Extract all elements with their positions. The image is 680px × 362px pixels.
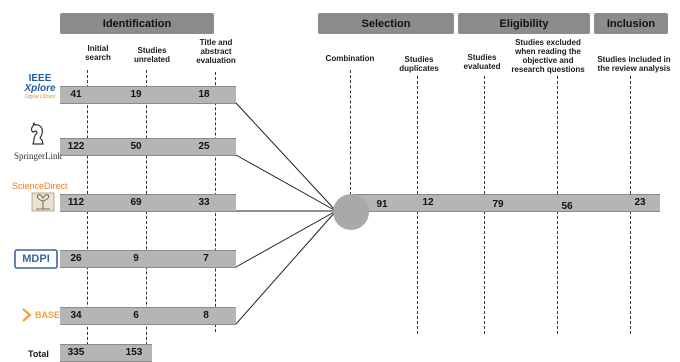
pipeline-excluded: 56: [561, 201, 573, 212]
col-included: Studies included in the review analysis: [597, 55, 671, 73]
ieee-unrelated: 19: [130, 89, 142, 100]
bar-pipeline: [352, 194, 660, 212]
bar-mdpi: [60, 250, 236, 268]
dashed-line-unrelated: [146, 70, 147, 360]
springer-unrelated: 50: [130, 141, 142, 152]
sciencedirect-title: 33: [198, 197, 210, 208]
mdpi-logo: MDPI: [14, 249, 58, 274]
base-logo: BASE: [22, 308, 60, 322]
base-chevron-icon: [22, 308, 32, 322]
ieee-xplore-logo: IEEE Xplore Digital Library: [20, 73, 60, 101]
pipeline-included: 23: [634, 197, 646, 208]
base-logo-text: BASE: [35, 310, 61, 320]
springerlink-logo: SpringerLink: [10, 122, 66, 161]
sciencedirect-initial: 112: [67, 197, 85, 208]
pipeline-combination: 91: [376, 199, 388, 210]
mdpi-title: 7: [203, 253, 209, 264]
mdpi-initial: 26: [70, 253, 82, 264]
base-initial: 34: [70, 310, 82, 321]
phase-identification: Identification: [60, 13, 214, 34]
phase-selection: Selection: [318, 13, 454, 34]
col-combination: Combination: [325, 54, 375, 63]
flow-line-springer: [235, 154, 337, 212]
ieee-title: 18: [198, 89, 210, 100]
dashed-line-combination: [350, 70, 351, 195]
total-unrelated: 153: [125, 347, 143, 358]
base-title: 8: [203, 310, 209, 321]
mdpi-logo-shape: [14, 249, 58, 269]
bar-springer: [60, 138, 236, 156]
springerlink-logo-text: SpringerLink: [14, 151, 62, 161]
bar-base: [60, 307, 236, 325]
ieee-initial: 41: [70, 89, 82, 100]
col-studies-unrelated: Studies unrelated: [133, 46, 170, 64]
chess-knight-icon: [30, 122, 44, 145]
pipeline-duplicates: 12: [422, 197, 434, 208]
col-title-abstract: Title and abstract evaluation: [196, 38, 236, 65]
col-initial-search: Initial search: [85, 44, 111, 62]
col-evaluated: Studies evaluated: [463, 53, 501, 71]
flow-line-ieee: [235, 102, 337, 212]
mdpi-unrelated: 9: [133, 253, 139, 264]
phase-inclusion: Inclusion: [594, 13, 668, 34]
springer-initial: 122: [67, 141, 85, 152]
digital-library-text: Digital Library: [24, 94, 56, 100]
col-duplicates: Studies duplicates: [399, 55, 439, 73]
bar-sciencedirect: [60, 194, 236, 212]
pipeline-evaluated: 79: [492, 199, 504, 210]
bar-ieee: [60, 86, 236, 104]
flow-line-base: [235, 210, 337, 325]
phase-eligibility: Eligibility: [458, 13, 590, 34]
flow-line-mdpi: [235, 210, 337, 268]
combination-node: [333, 194, 369, 230]
mdpi-logo-text: MDPI: [22, 253, 50, 265]
dashed-line-initial: [87, 70, 88, 360]
elsevier-tree-icon: [31, 192, 55, 212]
sciencedirect-unrelated: 69: [130, 197, 142, 208]
base-unrelated: 6: [133, 310, 139, 321]
xplore-logo-text: Xplore: [24, 83, 56, 94]
sciencedirect-logo-text: ScienceDirect: [12, 181, 68, 191]
total-initial: 335: [67, 347, 85, 358]
total-label: Total: [28, 349, 49, 359]
sciencedirect-logo: ScienceDirect: [12, 181, 72, 218]
ieee-logo-text: IEEE: [28, 73, 52, 84]
col-excluded: Studies excluded when reading the object…: [511, 38, 585, 74]
springer-title: 25: [198, 141, 210, 152]
